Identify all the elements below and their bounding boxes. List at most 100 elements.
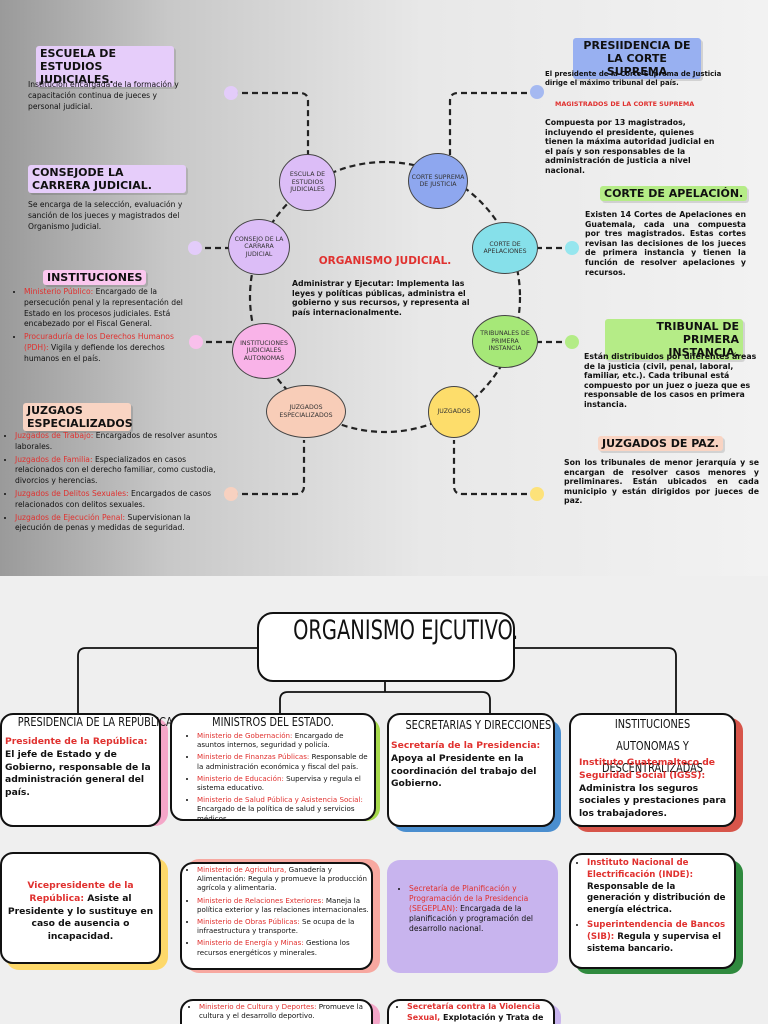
- exec-connector-lines: [77, 647, 677, 714]
- tribunal-title: TRIBUNAL DE PRIMERA INSTANCIA.: [605, 319, 743, 360]
- segeplan-list: Secretaría de Planificación y Programaci…: [398, 884, 554, 937]
- juzgados-esp-list: Juzgados de Trabajo: Encargados de resol…: [5, 431, 221, 536]
- item-text: Responsable de la administración económi…: [197, 752, 368, 771]
- node-consejo: CONSEJO DE LA CARRARA JUDICIAL: [228, 219, 290, 275]
- escuela-block: ESCUELA DE ESTUDIOS JUDICIALES.: [36, 46, 174, 87]
- line-escuela: [232, 91, 310, 158]
- item-text: Promueve la cultura y el desarrollo depo…: [199, 1002, 363, 1021]
- item-name: Superintendencia de Bancos (SIB):: [587, 919, 726, 942]
- item-name: Presidente de la República:: [5, 736, 148, 747]
- paz-title: JUZGADOS DE PAZ.: [598, 436, 723, 451]
- presidencia-title: PRESIIDENCIA DE LA CORTE SUPREMA: [573, 38, 701, 79]
- magistrados-text: Compuesta por 13 magistrados, incluyendo…: [545, 118, 715, 175]
- item-text: Apoya al Presidente en la coordinación d…: [391, 752, 537, 790]
- item-name: Secretaría de Planificación y Programaci…: [409, 884, 529, 913]
- secretarias-card: [387, 713, 555, 827]
- list-item: Ministerio de Salud Pública y Asistencia…: [197, 795, 373, 823]
- dot-corte-apelaciones: [565, 241, 579, 255]
- item-text: Regula y supervisa el sistema bancario.: [587, 931, 721, 954]
- item-name: Ministerio de Cultura y Deportes:: [199, 1002, 317, 1011]
- node-instituciones-label: INSTITUCIONES JUDICIALES AUTONOMAS: [240, 339, 288, 362]
- paz-block: JUZGADOS DE PAZ.: [598, 432, 723, 451]
- paz-text: Son los tribunales de menor jerarquía y …: [564, 458, 759, 506]
- dot-juzgados-esp: [224, 487, 238, 501]
- item-text: Especializados en casos relacionados con…: [15, 454, 216, 486]
- item-text: Asiste al Presidente y lo sustituye en c…: [7, 892, 154, 943]
- list-item: Ministerio de Relaciones Exteriores: Man…: [197, 896, 369, 914]
- list-item: Ministerio de Obras Públicas: Se ocupa d…: [197, 917, 369, 935]
- item-name: Ministerio de Gobernación:: [197, 731, 293, 740]
- item-name: Ministerio Público:: [24, 287, 94, 296]
- tribunal-block: TRIBUNAL DE PRIMERA INSTANCIA.: [605, 319, 743, 360]
- node-corte-suprema-label: CORTE SUPREMA DE JUSTICIA: [411, 173, 465, 188]
- list-item: Secretaría de Planificación y Programaci…: [409, 884, 554, 934]
- node-escuela: ESCULA DE ESTUDIOS JUDICIALES: [279, 154, 336, 211]
- item-name: Instituto Nacional de Electrificación (I…: [587, 858, 694, 880]
- dot-corte-suprema: [530, 85, 544, 99]
- presidencia-block: PRESIIDENCIA DE LA CORTE SUPREMA: [573, 38, 701, 79]
- list-item: Ministerio de Educación: Supervisa y reg…: [197, 774, 373, 792]
- instituciones-list: Ministerio Público: Encargado de la pers…: [14, 287, 200, 367]
- inde-list: Instituto Nacional de Electrificación (I…: [576, 858, 732, 958]
- secretarias-card-title: SECRETARIAS Y DIRECCIONES: [405, 717, 552, 732]
- list-item: Juzgados de Ejecución Penal: Supervision…: [15, 513, 221, 535]
- judicial-center-title: ORGANISMO JUDICIAL.: [318, 255, 452, 267]
- item-text: Encargado de la política de salud y serv…: [197, 804, 355, 823]
- instituciones-block: INSTITUCIONES: [43, 266, 147, 285]
- item-name: Juzgados de Trabajo:: [15, 431, 94, 440]
- list-item: Superintendencia de Bancos (SIB): Regula…: [587, 920, 732, 955]
- center-ring: [248, 160, 522, 434]
- ministros-list-3: Ministerio de Cultura y Deportes: Promue…: [188, 1002, 370, 1023]
- list-item: Secretaría contra la Violencia Sexual, E…: [407, 1002, 552, 1023]
- item-text: Gestiona los recursos energéticos y mine…: [197, 938, 350, 957]
- ministros-list-1: Ministerio de Gobernación: Encargado de …: [186, 731, 373, 826]
- list-item: Ministerio de Gobernación: Encargado de …: [197, 731, 373, 749]
- item-text: Encargada de la planificación y programa…: [409, 904, 534, 933]
- dot-juzgados: [530, 487, 544, 501]
- consejo-text: Se encarga de la selección, evaluación y…: [28, 200, 183, 231]
- item-name: Ministerio de Energía y Minas:: [197, 938, 304, 948]
- violencia-list: Secretaría contra la Violencia Sexual, E…: [396, 1002, 552, 1024]
- tribunal-text: Están distribuidos por diferentes áreas …: [584, 352, 757, 409]
- item-name: Secretaría de la Presidencia:: [391, 740, 541, 751]
- node-tribunales-label: TRIBUNALES DE PRIMERA INSTANCIA: [480, 330, 530, 353]
- presidencia-card-text: Presidente de la República: El jefe de E…: [5, 736, 155, 800]
- dot-escuela: [224, 86, 238, 100]
- list-item: Instituto Nacional de Electrificación (I…: [587, 858, 732, 917]
- item-text: Encargados de resolver asuntos laborales…: [15, 431, 218, 451]
- item-text: Se ocupa de la infraestructura y transpo…: [197, 917, 355, 936]
- item-text: El jefe de Estado y de Gobierno, respons…: [5, 748, 151, 799]
- list-item: Ministerio de Cultura y Deportes: Promue…: [199, 1002, 370, 1020]
- item-text: Encargado de la persecución penal y la r…: [24, 287, 183, 329]
- line-juzgados: [452, 440, 537, 496]
- autonomas-card-text: Instituto Guatemalteco de Seguridad Soci…: [579, 757, 729, 821]
- autonomas-card-title: INSTITUCIONES AUTONOMAS Y DESCENTRALIZAD…: [602, 716, 703, 775]
- ejecutivo-title: ORGANISMO EJCUTIVO.: [293, 615, 519, 646]
- item-text: Ganadería y Alimentación: Regula y promu…: [197, 865, 368, 893]
- consejo-title: CONSEJODE LA CARRERA JUDICIAL.: [28, 165, 186, 193]
- secretarias-card-text: Secretaría de la Presidencia: Apoya al P…: [391, 740, 551, 791]
- item-name: Juzgados de Ejecución Penal:: [15, 512, 126, 522]
- instituciones-title: INSTITUCIONES: [43, 270, 147, 285]
- presidencia-text: El presidente de la Corte Suprema de Jus…: [545, 70, 722, 87]
- item-text: Encargado de asuntos internos, seguridad…: [197, 731, 344, 750]
- node-escuela-label: ESCULA DE ESTUDIOS JUDICIALES: [289, 171, 326, 194]
- node-tribunales: TRIBUNALES DE PRIMERA INSTANCIA: [472, 315, 538, 368]
- node-juzgados-esp: JUZGADOS ESPECIALIZADOS: [266, 385, 346, 438]
- apelacion-text: Existen 14 Cortes de Apelaciones en Guat…: [585, 210, 746, 277]
- ministros-card-2: [180, 862, 373, 970]
- list-item: Ministerio de Energía y Minas: Gestiona …: [197, 938, 369, 956]
- presidencia-card-title: PRESIDENCIA DE LA REPÚBLICA: [17, 714, 173, 729]
- escuela-text: Institución encargada de la formación y …: [28, 80, 179, 111]
- item-name: Juzgados de Familia:: [15, 454, 93, 464]
- list-item: Juzgados de Delitos Sexuales: Encargados…: [15, 489, 221, 511]
- dot-tribunales: [565, 335, 579, 349]
- node-corte-apelaciones-label: CORTE DE APELACIONES: [483, 240, 527, 255]
- item-name: Ministerio de Salud Pública y Asistencia…: [197, 795, 363, 805]
- line-autonomas: [515, 647, 677, 714]
- line-corte-suprema: [448, 91, 537, 155]
- item-name: Instituto Guatemalteco de Seguridad Soci…: [579, 757, 716, 781]
- item-name: Ministerio de Relaciones Exteriores:: [197, 895, 324, 905]
- judicial-center-text: Administrar y Ejecutar: Implementa las l…: [292, 279, 470, 317]
- item-text: Explotación y Trata de: [440, 1012, 544, 1022]
